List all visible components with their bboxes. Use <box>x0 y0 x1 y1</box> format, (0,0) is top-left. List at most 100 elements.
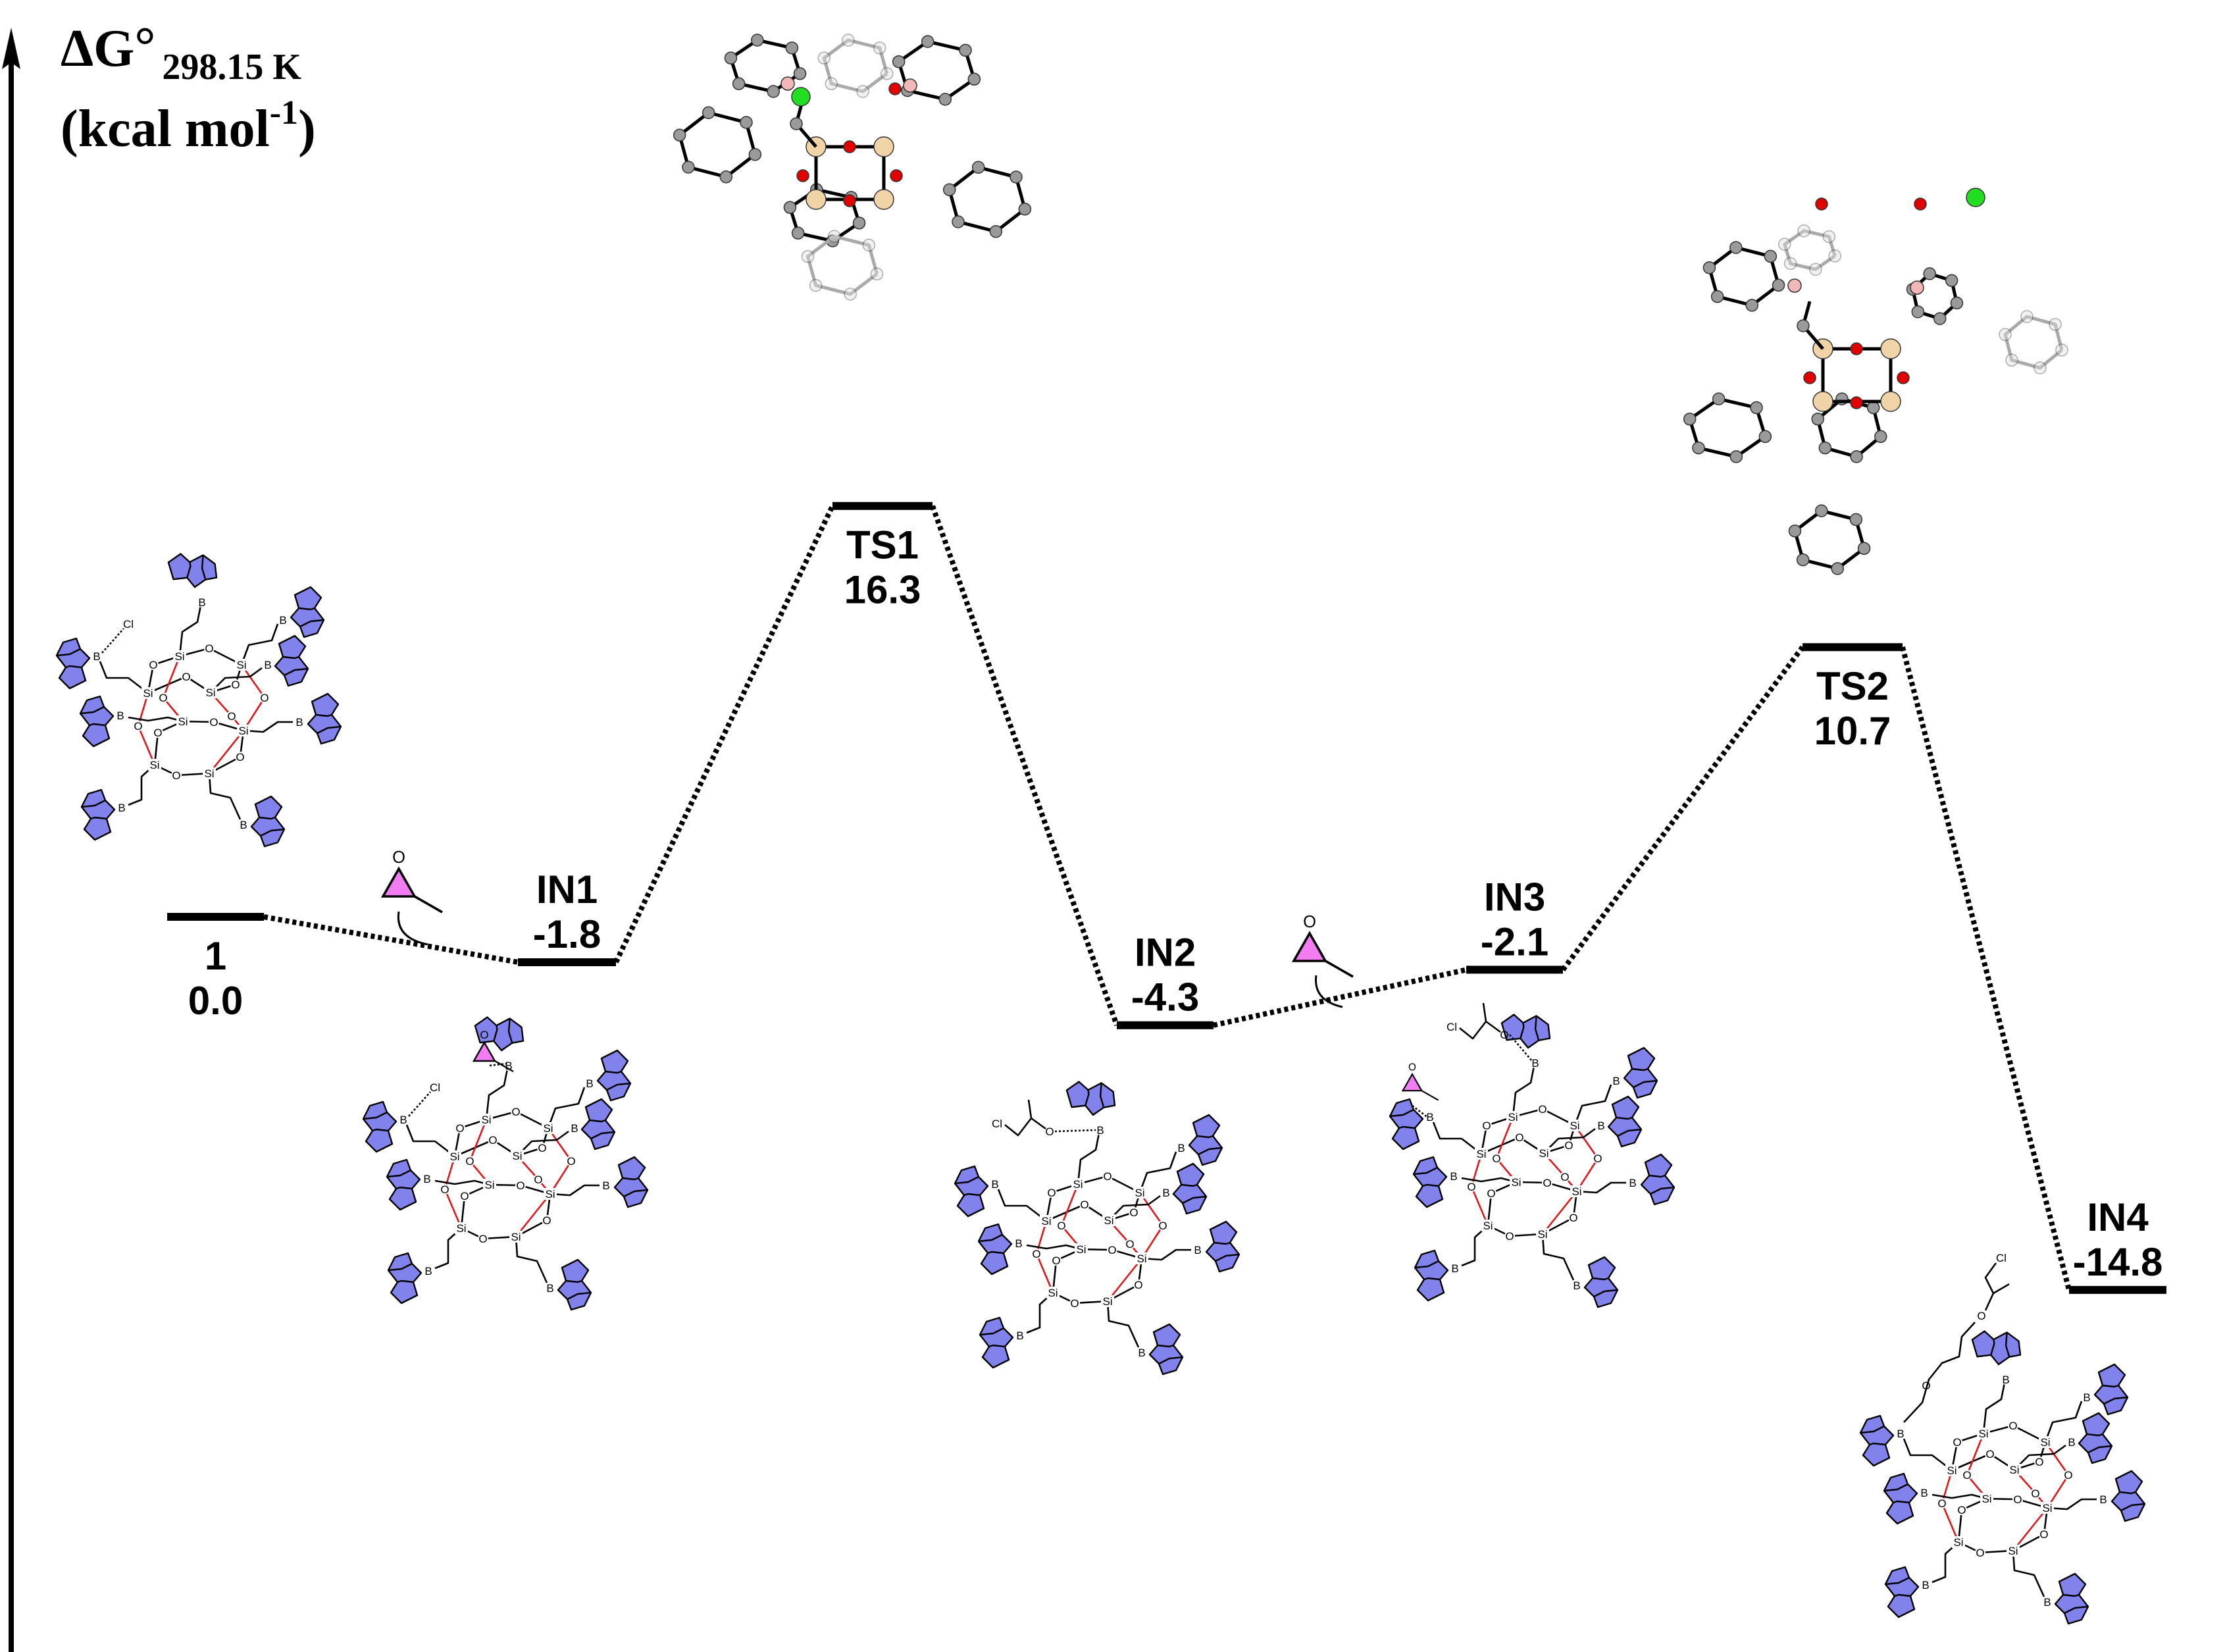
atom-label-b: B <box>2099 1493 2107 1506</box>
borabicyclononane-icon <box>2078 1412 2113 1464</box>
atom-label-o: O <box>392 848 405 867</box>
atom-label-cl: Cl <box>430 1081 440 1094</box>
label-mask <box>1504 1231 1515 1241</box>
ring-bridge <box>396 1186 413 1190</box>
atom-label-si: Si <box>543 1122 553 1135</box>
atom-label-b: B <box>116 710 124 722</box>
atom-ball <box>1788 524 1802 538</box>
atom-ball <box>1874 430 1887 444</box>
atom-ball <box>702 106 715 119</box>
label-mask <box>2030 1488 2041 1499</box>
atom-ball <box>791 226 805 240</box>
level-label: 1 <box>205 934 226 978</box>
atom-ball <box>942 183 956 196</box>
atom-label-si: Si <box>1570 1120 1579 1132</box>
label-mask <box>423 1266 434 1276</box>
atom-ball <box>1815 504 1828 517</box>
atom-label-b: B <box>1426 1111 1433 1123</box>
atom-ball <box>2020 310 2033 323</box>
ring-bridge <box>1616 1116 1633 1120</box>
label-mask <box>148 759 161 771</box>
atom-label-o: O <box>1052 1254 1060 1267</box>
label-mask <box>1013 1238 1024 1249</box>
borane-ring <box>1859 1414 1895 1467</box>
atom-label-o: O <box>1543 1177 1551 1189</box>
atom-label-o: O <box>1538 1103 1547 1116</box>
ring-bridge <box>987 1251 1004 1254</box>
atom-ball <box>892 55 906 68</box>
atom-label-b: B <box>423 1173 430 1185</box>
chain-bond <box>1004 1099 1033 1137</box>
ring-bridge <box>2062 1593 2080 1597</box>
epoxide-ring <box>1401 1072 1423 1092</box>
atom-ball <box>1923 267 1936 280</box>
atom-label-o: O <box>1560 1171 1569 1183</box>
atom-ball <box>1818 441 1832 455</box>
atom-label-o: O <box>1303 913 1316 931</box>
atom-ball <box>2049 318 2062 331</box>
borane-ring <box>2093 1363 2129 1416</box>
label-mask <box>1510 1176 1523 1188</box>
atom-label-o: O <box>1134 1279 1142 1291</box>
borane-ring <box>387 1252 422 1304</box>
atom-label-b: B <box>1096 1124 1104 1137</box>
borabicyclononane-icon <box>362 1100 397 1153</box>
atom-label-si: Si <box>2040 1436 2050 1449</box>
ring-bridge <box>606 1082 631 1091</box>
atom-ball <box>1018 203 1032 216</box>
label-mask <box>1920 1580 1931 1590</box>
atom-label-si: Si <box>1483 1220 1493 1232</box>
pathway-connectors <box>263 504 2072 1291</box>
atom-label-o: O <box>1593 1152 1602 1165</box>
epoxide-ring <box>1291 931 1328 962</box>
atom-label-si: Si <box>1947 1464 1956 1477</box>
atom-label-si: Si <box>545 1188 555 1200</box>
label-mask <box>294 717 305 727</box>
atom-label-o: O <box>1492 1152 1500 1165</box>
atom-label-b: B <box>264 659 271 671</box>
atom-label-si: Si <box>1104 1214 1113 1227</box>
borane-ring <box>1607 1095 1643 1148</box>
level-energy-value: -2.1 <box>1481 919 1548 964</box>
dotted-connector <box>1213 967 1467 1028</box>
ts2-3d-structure <box>1683 188 2068 575</box>
si-o-bond <box>1052 1291 1108 1304</box>
atom-ball <box>1764 249 1777 263</box>
label-mask <box>1956 1505 1967 1515</box>
ethylene-linker <box>1106 1301 1140 1348</box>
label-mask <box>459 1191 470 1201</box>
ring-bridge <box>1593 1289 1618 1298</box>
methyl-bond <box>414 895 443 914</box>
ring-bridge <box>80 706 105 715</box>
atom-label-cl: Cl <box>1996 1252 2007 1264</box>
atom-label-b: B <box>1162 1187 1169 1199</box>
label-mask <box>1491 1153 1502 1164</box>
ring-bridge <box>186 561 192 579</box>
energy-level-1: 10.0 <box>167 913 264 1023</box>
atom-label-o: O <box>1032 1248 1040 1260</box>
atom-label-o: O <box>153 727 162 739</box>
energy-level-in4: IN4-14.8 <box>2069 1195 2166 1294</box>
label-mask <box>2012 1494 2023 1505</box>
label-mask <box>1593 1153 1603 1164</box>
ring-bridge <box>589 1119 606 1123</box>
label-mask <box>1568 1212 1579 1223</box>
atom-ball <box>1787 278 1802 293</box>
atom-label-b: B <box>1920 1487 1928 1499</box>
atom-label-o: O <box>1962 1469 1971 1482</box>
label-mask <box>1133 1187 1146 1199</box>
borane-ring <box>386 1158 421 1211</box>
atom-label-o: O <box>1487 1187 1495 1200</box>
label-mask <box>1015 1330 1025 1341</box>
atom-ball <box>796 169 809 182</box>
label-mask <box>483 1179 496 1191</box>
ring-bridge <box>1198 1147 1223 1156</box>
ring-bridge <box>2086 1433 2103 1437</box>
atom-label-si: Si <box>1982 1493 1991 1505</box>
ring-bridge <box>2064 1605 2089 1614</box>
atom-ball <box>1803 371 1816 384</box>
borane-ring <box>2078 1412 2113 1464</box>
label-mask <box>1542 1177 1552 1188</box>
atom-label-o: O <box>149 659 157 671</box>
